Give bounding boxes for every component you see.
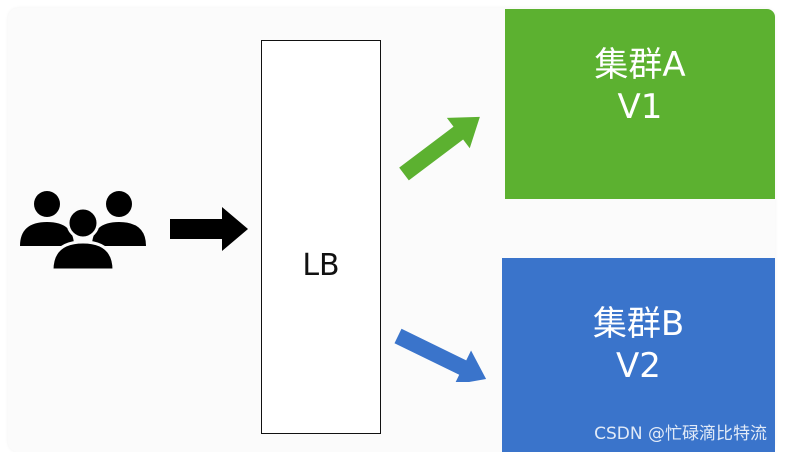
arrow-to-cluster-b <box>394 328 487 382</box>
load-balancer-box: LB <box>261 40 381 434</box>
cluster-b-name: 集群B <box>592 303 685 344</box>
load-balancer-label: LB <box>302 248 340 283</box>
cluster-a-name: 集群A <box>594 44 686 85</box>
cluster-b-version: V2 <box>616 346 661 386</box>
watermark: CSDN @忙碌滴比特流 <box>594 424 767 444</box>
arrow-to-cluster-a <box>399 116 480 181</box>
cluster-b-box: 集群B V2 <box>502 258 775 452</box>
cluster-a-box: 集群A V1 <box>505 9 775 199</box>
arrow-to-lb-shape <box>170 207 248 251</box>
users-group-icon <box>20 191 146 272</box>
cluster-a-version: V1 <box>617 87 663 127</box>
arrow-to-lb <box>170 207 248 251</box>
